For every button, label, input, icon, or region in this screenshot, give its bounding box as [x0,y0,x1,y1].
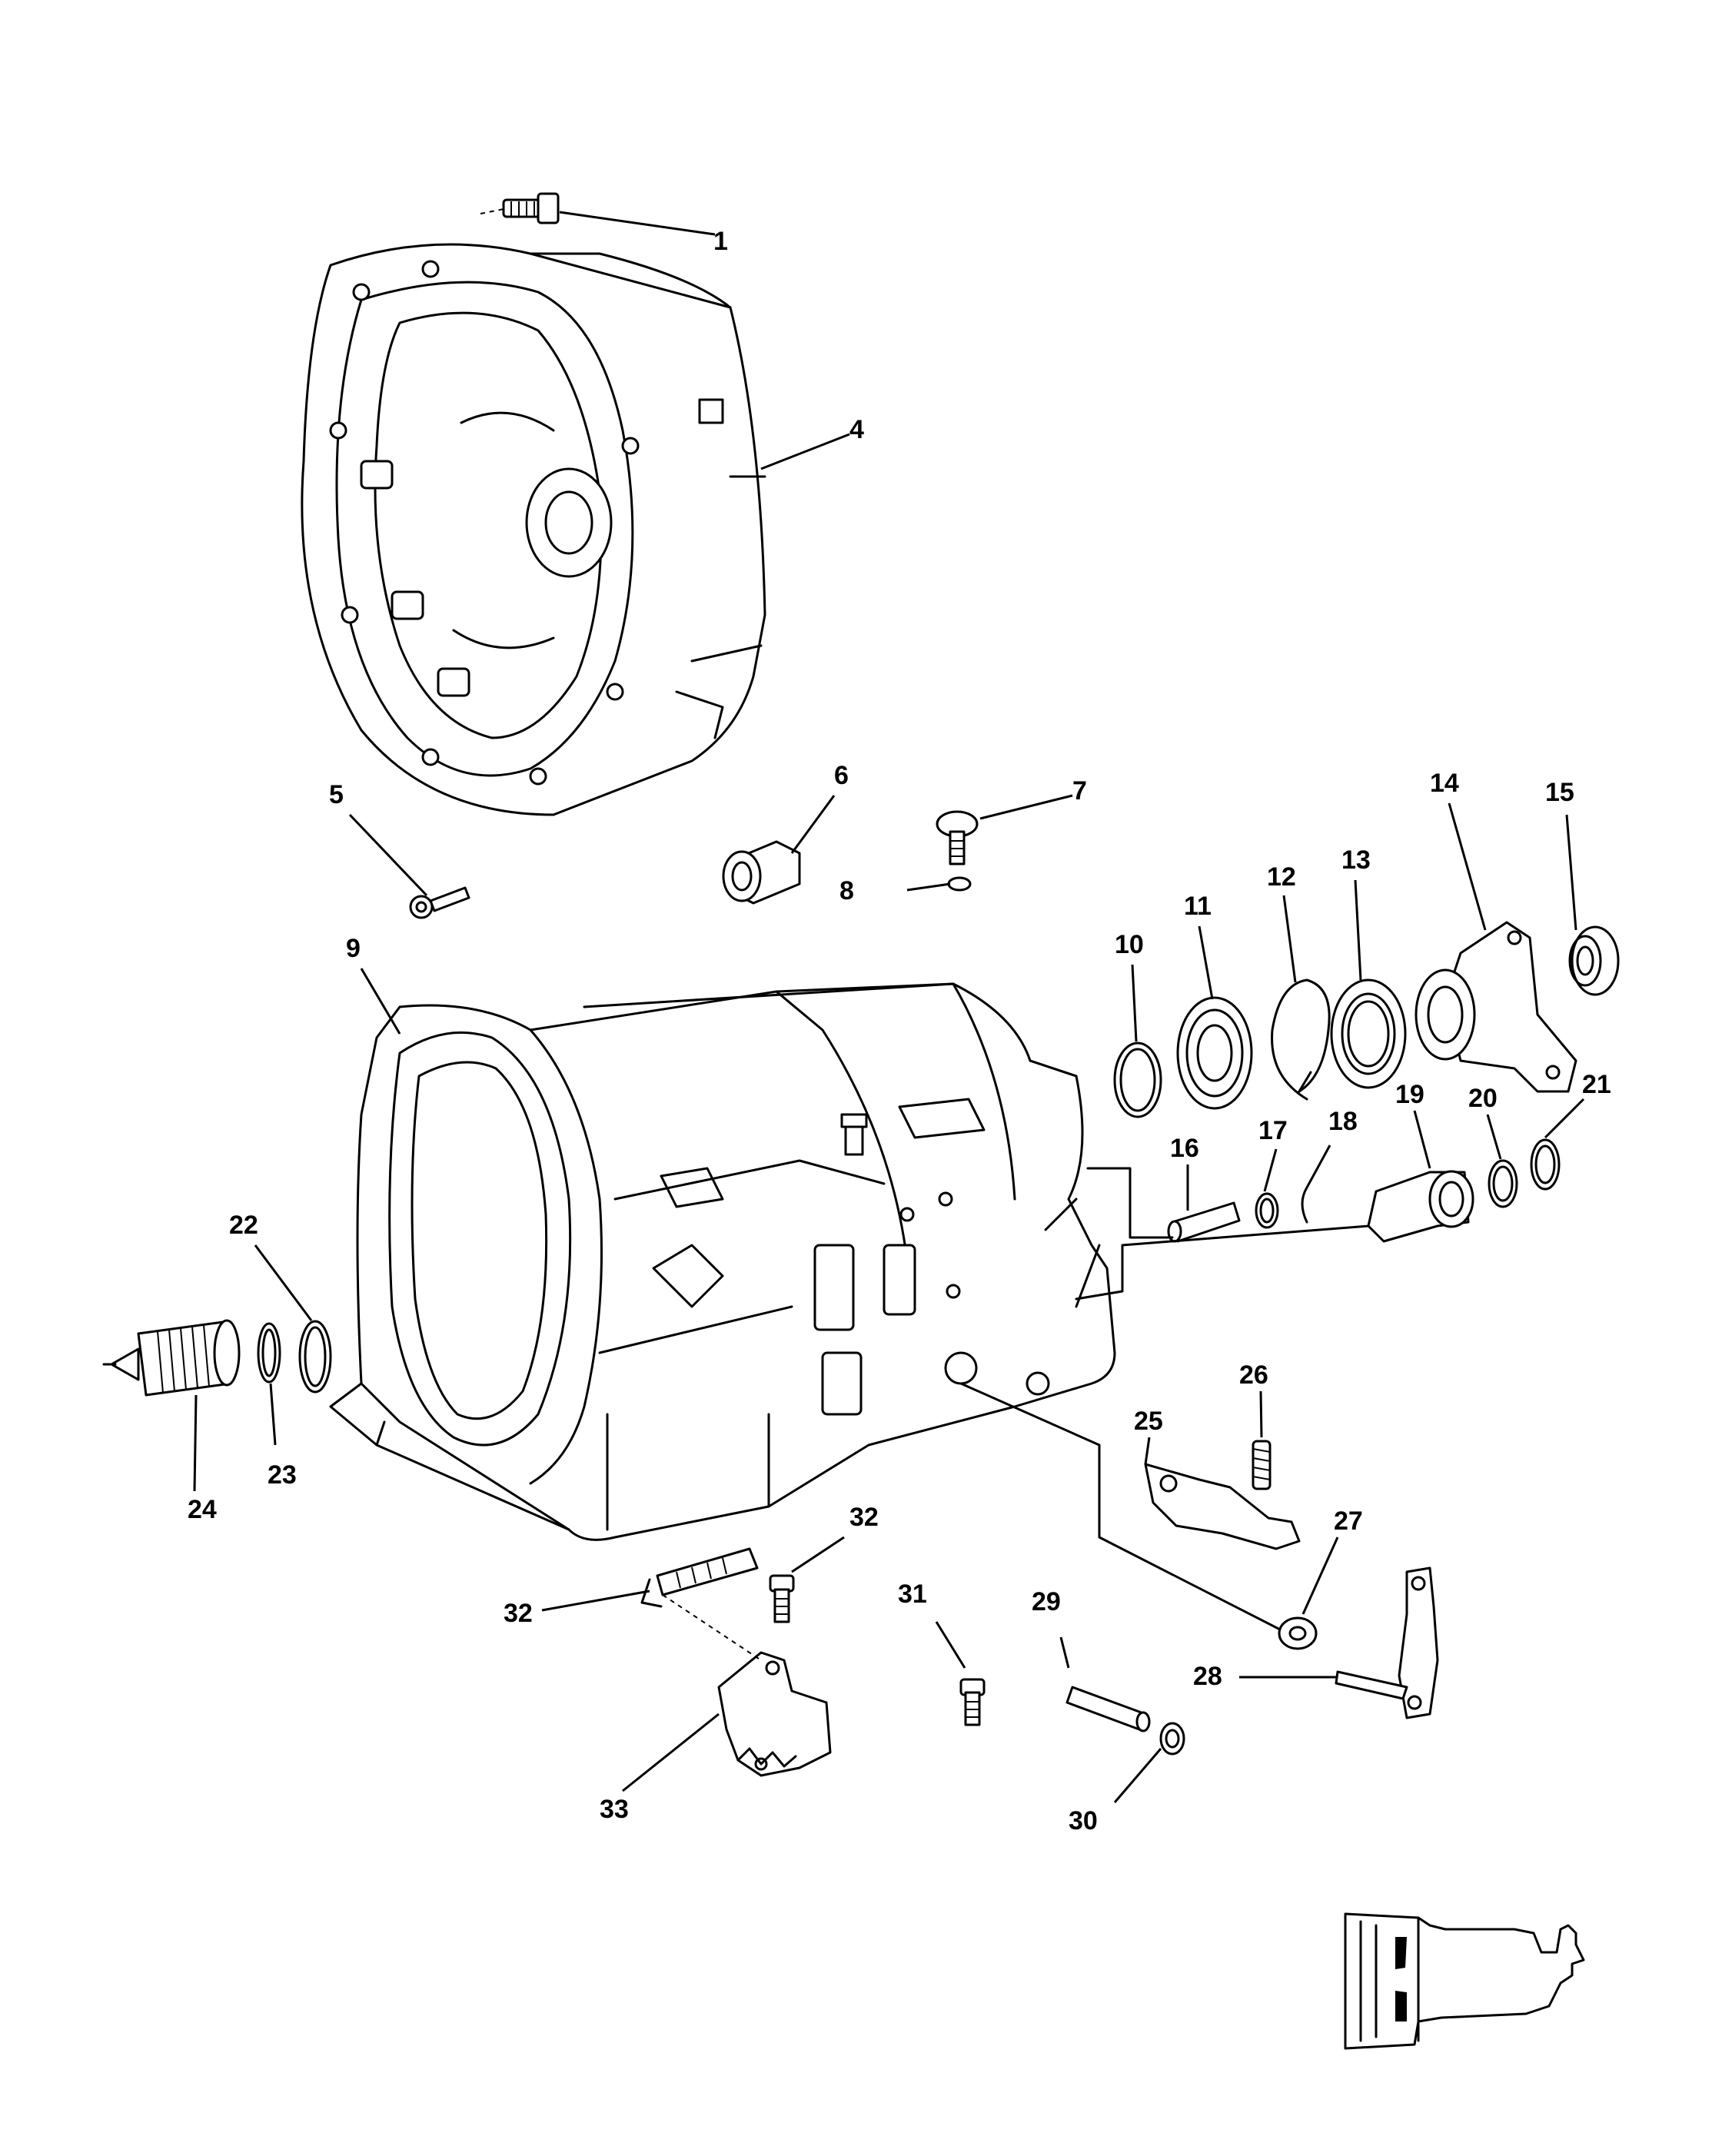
callout-33: 31 [898,1580,927,1609]
callout-13: 30 [1069,1806,1098,1835]
part-9-ring [257,1322,281,1384]
assembly-line-19-case [1075,1224,1370,1301]
part-7-detent-plate [717,1651,832,1777]
part-27-bearing [1176,996,1253,1110]
part-1-converter-housing [301,243,766,816]
callout-8: 24 [188,1495,217,1524]
leader-lines [193,211,1585,1803]
part-19-sleeve [1367,1170,1474,1243]
callout-26: 10 [1115,930,1144,959]
callout-5: 9 [346,934,361,963]
part-32-selector-lever [1335,1566,1439,1719]
callout-7: 33 [600,1795,629,1824]
part-11-shaft [640,1547,759,1608]
part-30-washer [947,876,972,892]
callout-14: 27 [1334,1507,1363,1536]
callout-31: 1 [713,227,728,256]
callout-1: 4 [849,415,864,444]
callout-15: 25 [1134,1407,1163,1436]
callout-22: 16 [1170,1134,1199,1163]
callout-17: 21 [1582,1070,1611,1099]
callout-29: 7 [1072,776,1087,806]
part-23-nut [1568,925,1620,996]
callout-10: 22 [229,1211,258,1240]
part-17-ring [1530,1138,1561,1191]
callout-11: 32 [504,1599,533,1628]
part-6-plug [722,840,801,905]
callout-25: 13 [1341,845,1371,875]
callout-18: 20 [1468,1084,1498,1113]
callout-21: 17 [1258,1116,1288,1145]
part-25-seal [1330,978,1407,1089]
part-26-ring [1113,1041,1162,1118]
part-21-ring [1255,1192,1279,1229]
callout-16: 26 [1239,1360,1268,1390]
part-22-pin [1167,1201,1241,1243]
assembly-line-11-7 [662,1594,762,1661]
callout-20: 18 [1328,1107,1358,1136]
callout-4: 5 [329,780,344,809]
part-15-lever [1144,1463,1301,1550]
callout-6: 6 [834,761,849,790]
part-28-snap-ring [1271,978,1331,1101]
part-31-bolt [480,192,560,224]
callout-9: 23 [268,1460,297,1490]
part-33-bolt [959,1678,986,1726]
callout-12: 32 [849,1503,879,1532]
transmission-silhouette-icon [1344,1912,1585,2050]
callout-30: 8 [839,876,854,905]
part-12-bolt [769,1574,795,1623]
callout-28: 12 [1267,862,1296,892]
part-16-spring [1252,1440,1272,1490]
part-32-pin [1065,1686,1151,1732]
part-14-bushing [1278,1616,1318,1650]
callout-27: 11 [1184,892,1212,921]
part-24-flange [1414,921,1577,1093]
part-4-bolt [409,886,470,919]
callout-labels: 1 4 5 6 7 8 9 10 11 12 13 14 15 16 17 18… [188,227,1611,1835]
assembly-line-22-case [1086,1167,1174,1239]
callout-32-right: 28 [1193,1662,1222,1691]
callout-24: 14 [1430,769,1459,798]
callout-23: 15 [1545,778,1574,807]
part-13-washer [1159,1722,1185,1756]
part-18-ring [1488,1159,1518,1208]
callout-19: 19 [1395,1080,1424,1109]
part-10-ring [298,1320,332,1394]
part-8-connector [102,1319,241,1397]
part-20-clip [1301,1186,1308,1224]
part-5-transmission-case [329,982,1116,1541]
assembly-line-14-case [959,1382,1282,1631]
part-29-bolt [936,810,979,865]
callout-32-left: 29 [1032,1587,1061,1616]
